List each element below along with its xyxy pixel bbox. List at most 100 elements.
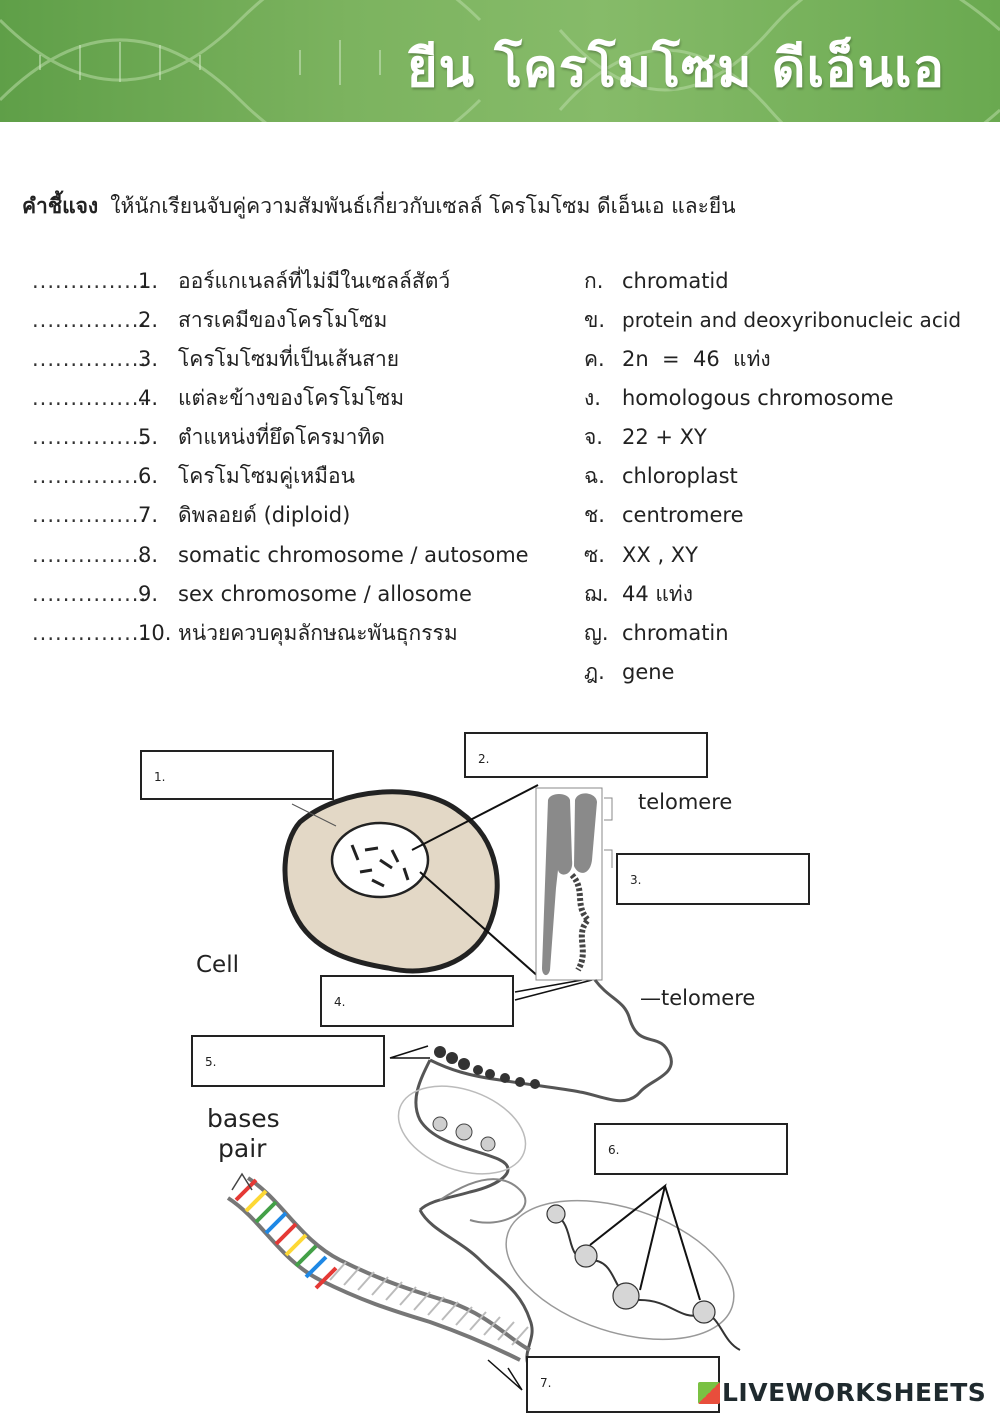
answer-blank[interactable]: ............... bbox=[32, 425, 148, 449]
answer-letter: ญ. bbox=[584, 621, 609, 645]
label-box-2[interactable]: 2. bbox=[464, 732, 708, 778]
label-box-number: 3. bbox=[630, 873, 642, 887]
question-text: ดิพลอยด์ (diploid) bbox=[178, 503, 351, 527]
answer-letter: ข. bbox=[584, 308, 606, 332]
helix-rung bbox=[483, 1316, 501, 1336]
answer-blank[interactable]: ............... bbox=[32, 269, 148, 293]
question-row: ............... 7. ดิพลอยด์ (diploid) bbox=[32, 500, 552, 530]
answer-option: ข. protein and deoxyribonucleic acid bbox=[584, 305, 994, 335]
chromosome-illustration bbox=[535, 787, 613, 981]
question-row: ............... 3. โครโมโซมที่เป็นเส้นสา… bbox=[32, 344, 552, 374]
answer-blank[interactable]: ............... bbox=[32, 621, 148, 645]
answer-letter: ฌ. bbox=[584, 582, 609, 606]
helix-rung bbox=[497, 1321, 515, 1341]
helix-rung bbox=[441, 1301, 459, 1321]
answer-blank[interactable]: ............... bbox=[32, 386, 148, 410]
answer-blank[interactable]: ............... bbox=[32, 347, 148, 371]
helix-rung bbox=[385, 1281, 403, 1301]
answer-text: chromatid bbox=[622, 269, 729, 293]
label-box-3[interactable]: 3. bbox=[616, 853, 810, 905]
header-banner: ยีน โครโมโซม ดีเอ็นเอ bbox=[0, 0, 1000, 122]
label-box-number: 4. bbox=[334, 995, 346, 1009]
cell-label: Cell bbox=[196, 952, 239, 978]
question-number: 2. bbox=[138, 308, 159, 332]
question-number: 6. bbox=[138, 464, 159, 488]
question-row: ............... 4. แต่ละข้างของโครโมโซม bbox=[32, 383, 552, 413]
answer-text: centromere bbox=[622, 503, 744, 527]
pair-label: pair bbox=[218, 1134, 267, 1163]
question-number: 7. bbox=[138, 503, 159, 527]
answer-letter: ฎ. bbox=[584, 660, 605, 684]
helix-rung bbox=[455, 1306, 473, 1326]
chromosome-diagram bbox=[226, 784, 741, 1391]
answer-text: protein and deoxyribonucleic acid bbox=[622, 308, 962, 332]
instructions-text: ให้นักเรียนจับคู่ความสัมพันธ์เกี่ยวกับเซ… bbox=[110, 194, 736, 218]
question-number: 3. bbox=[138, 347, 159, 371]
answer-text: chloroplast bbox=[622, 464, 738, 488]
base-pair-rung bbox=[304, 1255, 328, 1279]
answer-blank[interactable]: ............... bbox=[32, 464, 148, 488]
logo-icon bbox=[698, 1382, 720, 1404]
answer-option: ง. homologous chromosome bbox=[584, 383, 994, 413]
chromatin-fiber bbox=[414, 979, 673, 1371]
answer-letter: จ. bbox=[584, 425, 603, 449]
question-text: สารเคมีของโครโมโซม bbox=[178, 308, 388, 332]
cell-illustration bbox=[282, 789, 500, 974]
label-box-number: 6. bbox=[608, 1143, 620, 1157]
question-row: ............... 5. ตำแหน่งที่ยึดโครมาทิด bbox=[32, 422, 552, 452]
question-row: ............... 1. ออร์แกเนลล์ที่ไม่มีใน… bbox=[32, 266, 552, 296]
answer-blank[interactable]: ............... bbox=[32, 582, 148, 606]
question-row: ............... 10. หน่วยควบคุมลักษณะพัน… bbox=[32, 618, 552, 648]
question-row: ............... 6. โครโมโซมคู่เหมือน bbox=[32, 461, 552, 491]
base-pair-rung bbox=[294, 1244, 318, 1268]
telomere-label-bottom: —telomere bbox=[640, 986, 756, 1010]
logo-text: LIVEWORKSHEETS bbox=[722, 1378, 987, 1407]
answer-letter: ค. bbox=[584, 347, 605, 371]
dna-helix-background bbox=[0, 0, 1000, 122]
answer-letter: ก. bbox=[584, 269, 604, 293]
answer-option: ญ. chromatin bbox=[584, 618, 994, 648]
answer-blank[interactable]: ............... bbox=[32, 543, 148, 567]
answer-blank[interactable]: ............... bbox=[32, 308, 148, 332]
helix-rung bbox=[329, 1261, 347, 1281]
answer-letter: ซ. bbox=[584, 543, 605, 567]
helix-rung bbox=[469, 1311, 487, 1331]
instructions-label: คำชี้แจง bbox=[22, 194, 99, 218]
label-box-5[interactable]: 5. bbox=[191, 1035, 385, 1087]
question-text: โครโมโซมคู่เหมือน bbox=[178, 464, 355, 488]
answer-option: ก. chromatid bbox=[584, 266, 994, 296]
label-box-number: 2. bbox=[478, 752, 490, 766]
answer-letter: ช. bbox=[584, 503, 605, 527]
answer-option: จ. 22 + XY bbox=[584, 422, 994, 452]
base-pair-rung bbox=[314, 1266, 338, 1290]
bases-label: bases bbox=[207, 1104, 280, 1133]
question-number: 8. bbox=[138, 543, 159, 567]
answer-option: ช. centromere bbox=[584, 500, 994, 530]
label-box-number: 1. bbox=[154, 770, 166, 784]
label-box-7[interactable]: 7. bbox=[526, 1356, 720, 1413]
base-pair-rung bbox=[254, 1200, 278, 1224]
answer-option: ฎ. gene bbox=[584, 657, 994, 687]
answer-option: ฉ. chloroplast bbox=[584, 461, 994, 491]
answer-text: chromatin bbox=[622, 621, 729, 645]
answer-text: XX , XY bbox=[622, 543, 699, 567]
answer-text: gene bbox=[622, 660, 675, 684]
label-box-6[interactable]: 6. bbox=[594, 1123, 788, 1175]
answer-blank[interactable]: ............... bbox=[32, 503, 148, 527]
answer-text: 44 แท่ง bbox=[622, 582, 694, 606]
liveworksheets-logo: LIVEWORKSHEETS bbox=[698, 1378, 986, 1407]
answer-text: 22 + XY bbox=[622, 425, 707, 449]
label-box-number: 5. bbox=[205, 1055, 217, 1069]
question-row: ............... 2. สารเคมีของโครโมโซม bbox=[32, 305, 552, 335]
label-box-1[interactable]: 1. bbox=[140, 750, 334, 800]
question-number: 9. bbox=[138, 582, 159, 606]
question-text: แต่ละข้างของโครโมโซม bbox=[178, 386, 405, 410]
answer-text: homologous chromosome bbox=[622, 386, 894, 410]
helix-rung bbox=[399, 1286, 417, 1306]
base-pair-rung bbox=[234, 1178, 258, 1202]
label-box-4[interactable]: 4. bbox=[320, 975, 514, 1027]
question-text: somatic chromosome / autosome bbox=[178, 543, 529, 567]
question-number: 4. bbox=[138, 386, 159, 410]
answer-option: ค. 2n = 46 แท่ง bbox=[584, 344, 994, 374]
dna-helix bbox=[226, 1176, 531, 1362]
